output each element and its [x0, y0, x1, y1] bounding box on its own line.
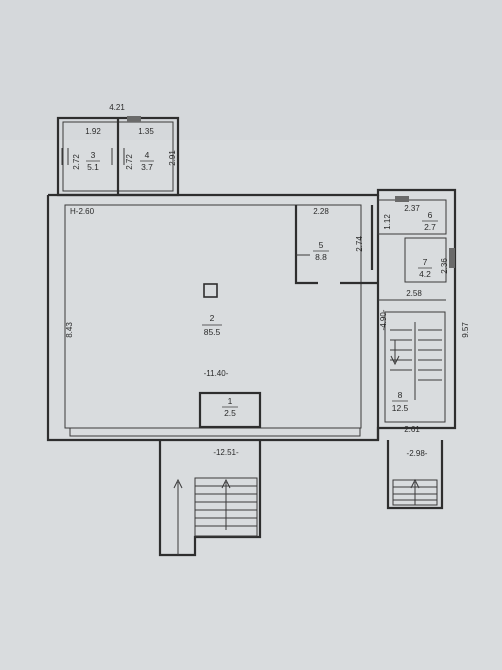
room-labels: 3 5.1 4 3.7 2 85.5 5 8.8 6 2.7 7 4.2 8 1…: [86, 150, 438, 418]
dim-room5-width: 2.28: [313, 207, 329, 216]
dim-room7-height: 2.36: [440, 258, 449, 274]
dim-main-left: 8.43: [65, 322, 74, 338]
annex-walls: [56, 116, 180, 197]
room-5-no: 5: [319, 240, 324, 250]
dim-room3-width: 1.92: [85, 127, 101, 136]
room-4-no: 4: [145, 150, 150, 160]
room-1-no: 1: [228, 396, 233, 406]
room-2-no: 2: [210, 313, 215, 323]
window-right: [449, 248, 455, 268]
dim-room8-bottom: 2.61: [404, 425, 420, 434]
dim-room6-width: 2.37: [404, 204, 420, 213]
dim-main-width: -11.40-: [204, 369, 229, 378]
room-8-area: 12.5: [392, 403, 409, 413]
room-1-area: 2.5: [224, 408, 236, 418]
dim-room4-height: 2.72: [125, 154, 134, 170]
stair-inner-8: [390, 329, 442, 381]
room-3-no: 3: [91, 150, 96, 160]
dim-bottom-right: -2.98-: [407, 449, 428, 458]
room-7-area: 4.2: [419, 269, 431, 279]
column: [203, 283, 218, 298]
room-6-no: 6: [428, 210, 433, 220]
room-4-area: 3.7: [141, 162, 153, 172]
window-top-right: [395, 196, 409, 202]
dimension-labels: H-2.60 4.21 1.92 1.35 2.72 2.72 2.91 8.4…: [65, 103, 470, 458]
room-8-no: 8: [398, 390, 403, 400]
room-6-area: 2.7: [424, 222, 436, 232]
dim-room5-height: 2.74: [355, 236, 364, 252]
dim-room6-height: 1.12: [383, 214, 392, 230]
dim-stair-vertical: -4.90-: [379, 309, 388, 330]
dim-right-total: 9.57: [461, 322, 470, 338]
dim-room3-height: 2.72: [72, 154, 81, 170]
stair-bottom-left: [158, 440, 262, 557]
dim-annex-right: 2.91: [168, 150, 177, 166]
dim-ceiling-height: H-2.60: [70, 207, 95, 216]
room-2-area: 85.5: [204, 327, 221, 337]
room-3-area: 5.1: [87, 162, 99, 172]
main-walls: [46, 188, 457, 442]
window-top: [127, 116, 141, 122]
room-5-area: 8.8: [315, 252, 327, 262]
dim-room7-bottom: 2.58: [406, 289, 422, 298]
room-7-no: 7: [423, 257, 428, 267]
dim-room4-width: 1.35: [138, 127, 154, 136]
dim-top-annex-width: 4.21: [109, 103, 125, 112]
stair-bottom-right: [386, 440, 444, 510]
dim-bottom-main: -12.51-: [213, 448, 239, 457]
